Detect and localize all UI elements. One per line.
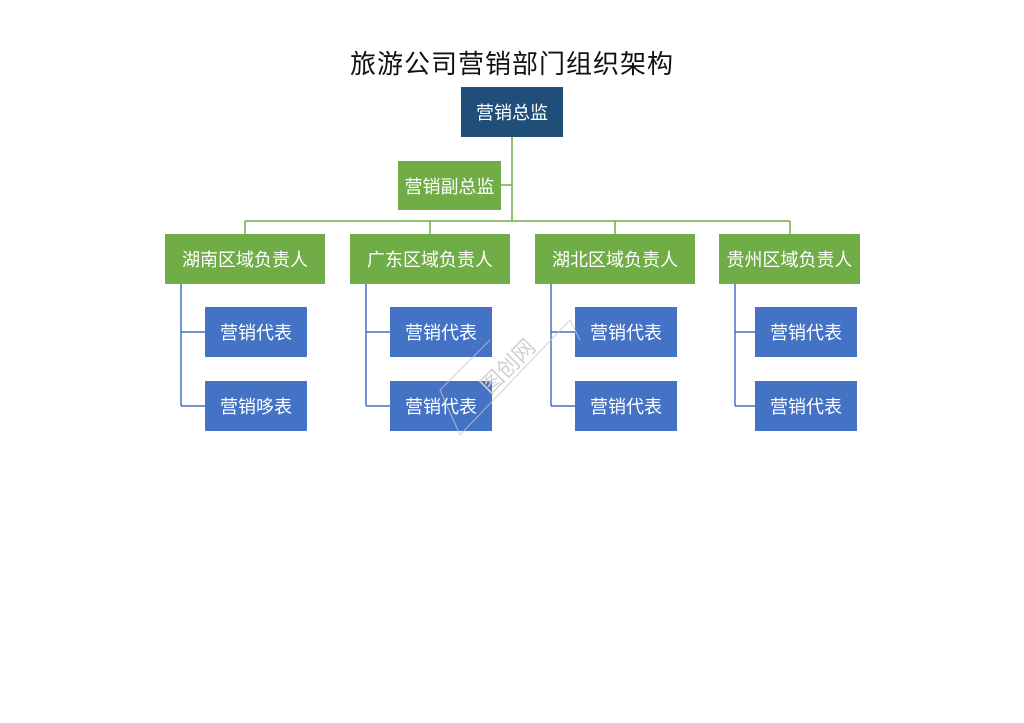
watermark-logo: 图创网 (439, 319, 581, 436)
rep-node: 营销代表 (390, 381, 492, 431)
region-node-guizhou: 贵州区域负责人 (719, 234, 860, 284)
region-node-guangdong: 广东区域负责人 (350, 234, 510, 284)
director-node: 营销总监 (461, 87, 563, 137)
rep-node: 营销代表 (575, 381, 677, 431)
deputy-director-node: 营销副总监 (398, 161, 501, 210)
rep-node: 营销代表 (755, 307, 857, 357)
rep-node: 营销代表 (755, 381, 857, 431)
rep-node: 营销哆表 (205, 381, 307, 431)
region-node-hubei: 湖北区域负责人 (535, 234, 695, 284)
rep-node: 营销代表 (205, 307, 307, 357)
region-node-hunan: 湖南区域负责人 (165, 234, 325, 284)
rep-node: 营销代表 (575, 307, 677, 357)
chart-title: 旅游公司营销部门组织架构 (349, 50, 674, 80)
rep-node: 营销代表 (390, 307, 492, 357)
